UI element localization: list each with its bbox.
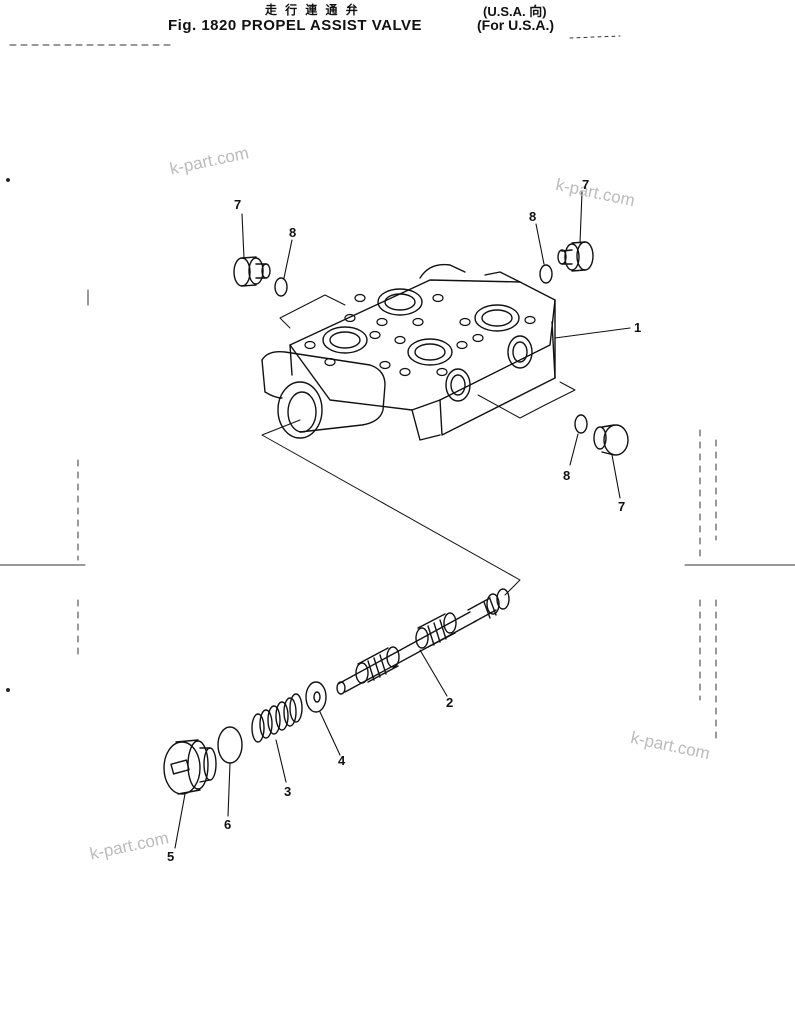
title-japanese: 走 行 連 通 弁 bbox=[265, 3, 360, 17]
callout-part-3: 3 bbox=[284, 784, 292, 799]
valve-body bbox=[261, 263, 556, 441]
region-label: (For U.S.A.) bbox=[477, 17, 554, 33]
callout-part-8: 8 bbox=[563, 468, 571, 483]
callout-part-2: 2 bbox=[446, 695, 454, 710]
callout-part-1: 1 bbox=[634, 320, 642, 335]
callout-part-7: 7 bbox=[234, 197, 242, 212]
plug-right-bottom bbox=[593, 424, 629, 456]
o-ring-right-top bbox=[539, 264, 553, 284]
callout-part-8: 8 bbox=[529, 209, 537, 224]
callout-part-8: 8 bbox=[289, 225, 297, 240]
callout-part-7: 7 bbox=[618, 499, 626, 514]
plug-left bbox=[233, 256, 271, 287]
callout-part-6: 6 bbox=[224, 817, 232, 832]
callout-part-4: 4 bbox=[338, 753, 346, 768]
end-plug bbox=[163, 739, 217, 795]
washer bbox=[305, 681, 327, 713]
plug-right-top bbox=[557, 241, 594, 272]
o-ring-right-bottom bbox=[574, 414, 588, 434]
leader-lines bbox=[174, 191, 631, 849]
callout-part-7: 7 bbox=[582, 177, 590, 192]
o-ring-large bbox=[217, 726, 243, 764]
callout-part-5: 5 bbox=[167, 849, 175, 864]
region-label-japanese: (U.S.A. 向) bbox=[483, 4, 547, 19]
o-ring-left bbox=[274, 277, 288, 297]
spool bbox=[336, 588, 510, 695]
figure-title: Fig. 1820 PROPEL ASSIST VALVE bbox=[168, 17, 423, 34]
assembly-guide-lines bbox=[261, 294, 576, 596]
spring bbox=[251, 693, 303, 743]
scan-artifacts bbox=[0, 35, 795, 741]
